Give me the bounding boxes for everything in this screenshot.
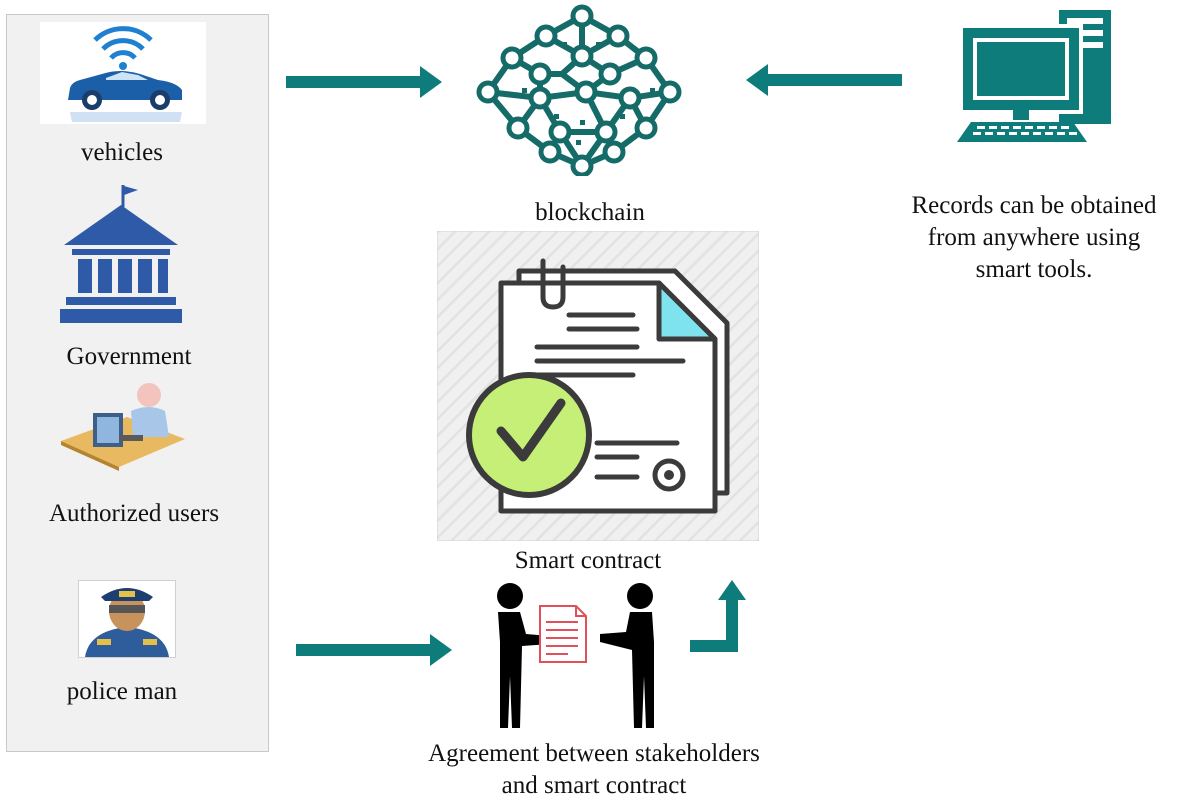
agreement-line-1: Agreement between stakeholders <box>428 740 760 767</box>
records-line-3: smart tools. <box>975 256 1093 283</box>
blockchain-network-icon <box>470 2 704 176</box>
smart-contract-label: Smart contract <box>514 547 662 574</box>
contract-document-checkmark-icon <box>437 231 759 541</box>
car-wifi-icon <box>40 22 206 124</box>
vehicles-label: vehicles <box>81 139 163 166</box>
blockchain-label: blockchain <box>535 199 645 226</box>
government-building-icon <box>58 183 184 325</box>
arrow-to-agreement-icon <box>296 634 454 666</box>
desktop-computer-icon <box>955 10 1113 142</box>
arrow-to-blockchain-icon <box>286 66 444 98</box>
arrow-from-records-icon <box>744 64 902 96</box>
records-line-2: from anywhere using <box>927 224 1141 251</box>
police-label: police man <box>66 678 178 705</box>
desk-user-icon <box>57 381 187 471</box>
police-officer-icon <box>78 580 176 658</box>
records-line-1: Records can be obtained <box>911 192 1157 219</box>
authorized-users-label: Authorized users <box>48 500 220 527</box>
agreement-line-2: and smart contract <box>501 772 687 799</box>
arrow-up-to-contract-icon <box>688 578 748 660</box>
agreement-caption: Agreement between stakeholders and smart… <box>366 738 822 802</box>
government-label: Government <box>66 343 192 370</box>
records-caption: Records can be obtained from anywhere us… <box>868 190 1200 286</box>
handover-document-icon <box>488 580 666 730</box>
